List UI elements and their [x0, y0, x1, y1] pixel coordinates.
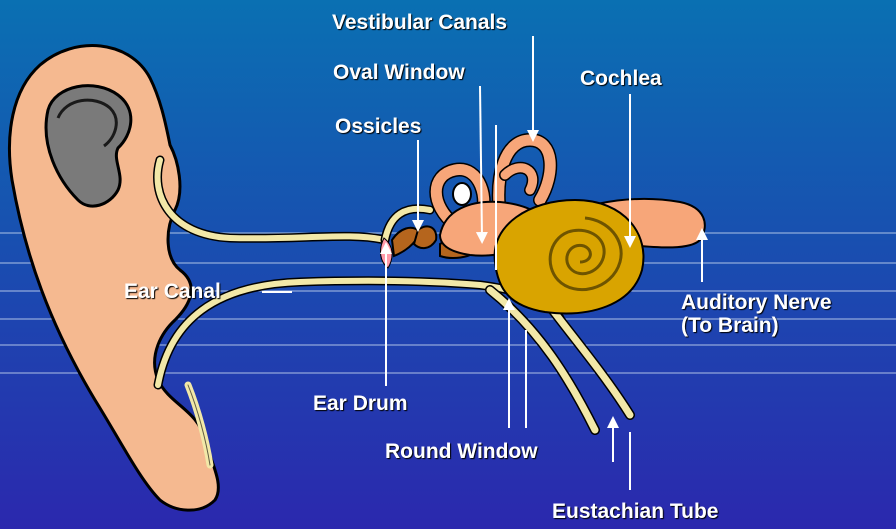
label-round-window: Round Window — [385, 441, 538, 462]
cochlea — [495, 200, 644, 313]
label-ossicles: Ossicles — [335, 116, 421, 137]
label-eustachian-tube: Eustachian Tube — [552, 501, 718, 522]
label-ear-canal: Ear Canal — [124, 281, 221, 302]
label-cochlea: Cochlea — [580, 68, 662, 89]
oval-window-opening — [453, 183, 471, 205]
label-ear-drum: Ear Drum — [313, 393, 408, 414]
label-vestibular-canals: Vestibular Canals — [332, 12, 507, 33]
label-auditory-nerve-line2: (To Brain) — [681, 315, 779, 336]
label-auditory-nerve-line1: Auditory Nerve — [681, 292, 832, 313]
label-oval-window: Oval Window — [333, 62, 465, 83]
